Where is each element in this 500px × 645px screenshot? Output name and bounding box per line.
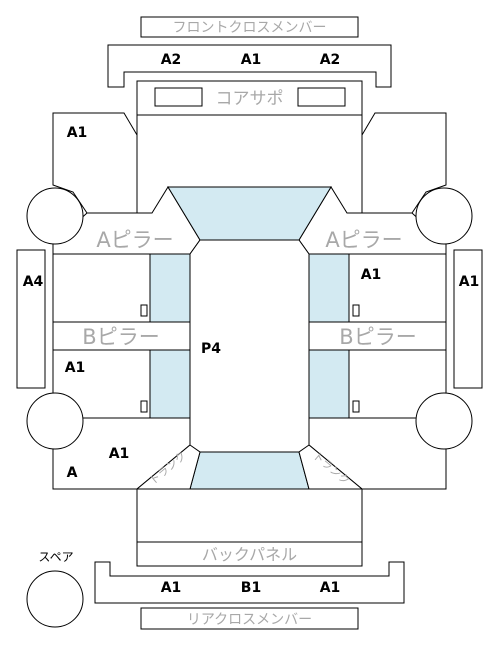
back-panel-label: バックパネル (202, 545, 297, 564)
b-pillar-left-label: Bピラー (82, 325, 159, 349)
right-rear-window (308, 349, 350, 419)
right-front-door-code: A1 (361, 267, 382, 283)
trunk-lid (136, 488, 363, 543)
rear-cross-left-code: A1 (161, 580, 182, 596)
front-right-wheel (415, 187, 473, 245)
b-pillar-right-label: Bピラー (339, 325, 416, 349)
rear-cross-member-box (140, 607, 359, 630)
right-rear-door-handle (352, 400, 360, 413)
side-right-code: A1 (459, 274, 480, 290)
spare-label: スペア (38, 550, 73, 564)
left-front-window (149, 253, 191, 323)
front-fender-left-code: A1 (67, 125, 88, 141)
front-cross-right-code: A2 (320, 52, 341, 68)
front-cross-member-bracket (107, 44, 392, 88)
rear-cross-center-code: B1 (241, 580, 261, 596)
front-left-wheel (26, 187, 84, 245)
right-side-sill (453, 249, 483, 389)
left-b-pillar (52, 321, 191, 351)
rear-window (189, 451, 310, 490)
right-b-pillar (308, 321, 447, 351)
front-cross-member-label: フロントクロスメンバー (173, 20, 327, 36)
front-cross-member-box (140, 16, 359, 38)
right-headlight (297, 87, 346, 107)
left-rear-door-code: A1 (65, 360, 86, 376)
a-pillar-right-label: Aピラー (325, 228, 402, 252)
side-left-code: A4 (23, 274, 44, 290)
left-side-sill (16, 249, 46, 389)
a-pillar-left-label: Aピラー (96, 228, 173, 252)
spare-tire (26, 570, 84, 628)
left-rear-window (149, 349, 191, 419)
rear-right-wheel (415, 392, 473, 450)
right-front-window (308, 253, 350, 323)
rear-cross-right-code: A1 (320, 580, 341, 596)
front-cross-center-code: A1 (241, 52, 262, 68)
left-rear-door-handle (140, 400, 148, 413)
left-headlight (154, 87, 203, 107)
left-rear-fender-upper-code: A1 (109, 446, 130, 462)
rear-left-wheel (26, 392, 84, 450)
right-front-door-handle (352, 304, 360, 317)
rear-cross-member-bracket (94, 561, 405, 604)
left-rear-fender-lower-code: A (67, 465, 78, 481)
left-front-door-handle (140, 304, 148, 317)
front-cross-left-code: A2 (161, 52, 182, 68)
roof-code: P4 (201, 341, 221, 357)
core-support-label: コアサポ (216, 89, 284, 109)
back-panel (136, 541, 363, 567)
rear-cross-member-label: リアクロスメンバー (187, 612, 312, 628)
